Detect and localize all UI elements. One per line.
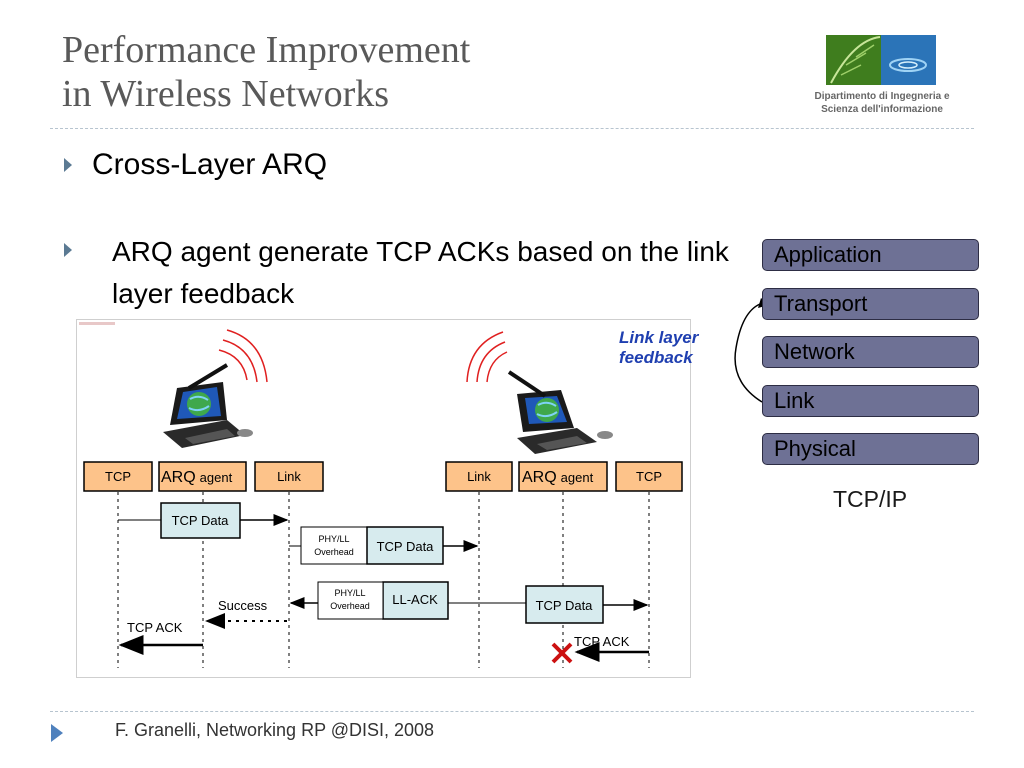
msg-tcp-ack-left: TCP ACK — [118, 620, 203, 655]
bullet-icon — [64, 243, 72, 257]
tcp-box-left-label: TCP — [105, 469, 131, 484]
link-box-right: Link — [445, 461, 513, 492]
footer-text: F. Granelli, Networking RP @DISI, 2008 — [115, 720, 435, 740]
success-label: Success — [218, 598, 268, 613]
link-box-right-label: Link — [467, 469, 491, 484]
msg-tcp-data-2: PHY/LL Overhead TCP Data — [289, 526, 479, 565]
layer-link: Link — [762, 385, 979, 417]
tcp-data-label-1: TCP Data — [172, 513, 230, 528]
layer-physical: Physical — [762, 433, 979, 465]
tcp-box-right-label: TCP — [636, 469, 662, 484]
phy-ll-label-2: PHY/LL — [334, 588, 365, 598]
layer-application: Application — [762, 239, 979, 271]
tcp-box-left: TCP — [83, 461, 153, 492]
layer-transport: Transport — [762, 288, 979, 320]
feedback-line-2: feedback — [619, 348, 693, 367]
bullet-icon — [64, 158, 72, 172]
msg-ll-ack: LL-ACK PHY/LL Overhead — [289, 581, 479, 620]
dept-line-2: Scienza dell'informazione — [821, 104, 943, 115]
lost-packet-x-icon — [551, 642, 573, 664]
link-layer-feedback-label: Link layer feedback — [619, 328, 698, 368]
ll-ack-label: LL-ACK — [392, 592, 438, 607]
bullet-2-text: ARQ agent generate TCP ACKs based on the… — [112, 236, 729, 309]
feedback-line-1: Link layer — [619, 328, 699, 347]
overhead-label-2: Overhead — [330, 601, 370, 611]
msg-success: Success — [205, 598, 287, 629]
department-logo — [826, 35, 936, 85]
link-box-left: Link — [254, 461, 324, 492]
tcp-ack-right-label: TCP ACK — [574, 634, 630, 649]
layer-network: Network — [762, 336, 979, 368]
tcp-data-label-2: TCP Data — [377, 539, 435, 554]
overhead-label-1: Overhead — [314, 547, 354, 557]
footer-divider — [50, 711, 974, 712]
tcpip-caption: TCP/IP — [832, 486, 908, 512]
link-box-left-label: Link — [277, 469, 301, 484]
tcp-ack-left-label: TCP ACK — [127, 620, 183, 635]
msg-tcp-ack-right: TCP ACK — [551, 634, 649, 664]
laptop-right-icon — [466, 331, 613, 454]
phy-ll-label-1: PHY/LL — [318, 534, 349, 544]
title-line-2: in Wireless Networks — [62, 73, 390, 115]
dept-line-1: Dipartimento di Ingegneria e — [814, 91, 950, 102]
bullet-1-text: Cross-Layer ARQ — [92, 148, 328, 181]
footer-arrow-icon — [51, 724, 63, 742]
title-line-1: Performance Improvement — [62, 29, 471, 71]
tcp-box-right: TCP — [615, 461, 683, 492]
msg-tcp-data-1: TCP Data — [118, 502, 289, 539]
figure-caption-mark — [79, 322, 115, 325]
tcp-data-label-3: TCP Data — [536, 598, 594, 613]
slide-title: Performance Improvement in Wireless Netw… — [62, 28, 470, 116]
msg-tcp-data-3: TCP Data — [479, 585, 649, 624]
laptop-left-icon — [163, 329, 268, 448]
department-name: Dipartimento di Ingegneria e Scienza del… — [790, 90, 974, 116]
header-divider — [50, 128, 974, 129]
